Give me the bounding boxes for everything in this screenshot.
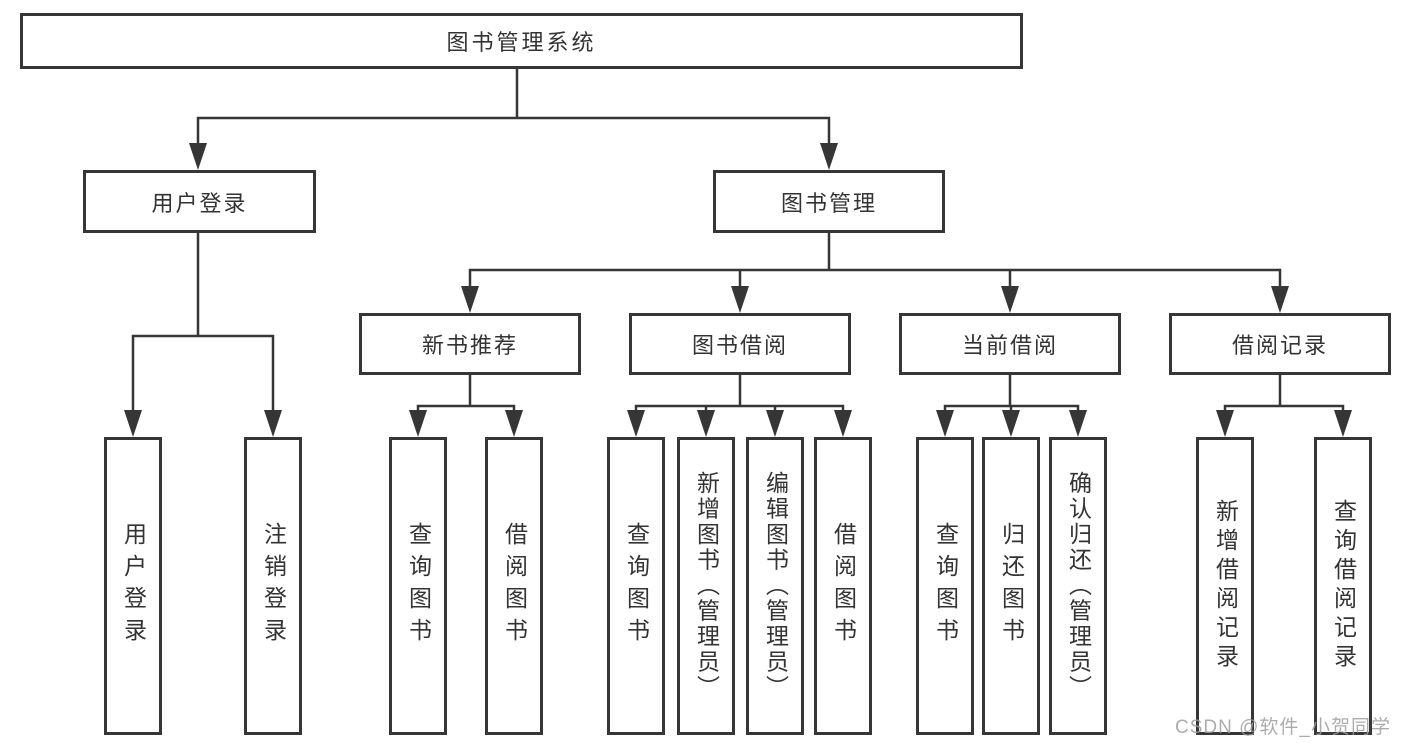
node-borrow-record-label: 借阅记录 [1231,333,1328,358]
node-root: 图书管理系统 [20,13,1023,69]
node-leaf-logout: 注销登录 [244,437,302,735]
node-leaf-borrow-book-1: 借阅图书 [485,437,543,735]
node-book-borrow-label: 图书借阅 [691,333,788,358]
connector-book-management-to-level3 [468,233,1282,290]
node-leaf-query-book-3-label: 查询图书 [932,522,959,650]
node-new-book-recommend-label: 新书推荐 [421,333,518,358]
arrowhead-icon [766,410,784,437]
arrowhead-icon [820,143,838,170]
node-book-management-label: 图书管理 [780,190,877,216]
node-book-borrow: 图书借阅 [629,313,851,375]
node-user-login-label: 用户登录 [151,190,248,216]
arrowhead-icon [627,410,645,437]
watermark: CSDN @软件_小贺同学 [1175,717,1391,738]
connector-user-login-to-leaves [131,233,275,414]
node-leaf-query-book-2: 查询图书 [607,437,665,735]
arrowhead-icon [1334,410,1352,437]
arrowhead-icon [697,410,715,437]
node-leaf-edit-book-admin: 编辑图书（管理员） [746,437,804,735]
connector-current-borrow-to-leaves [943,375,1080,414]
node-leaf-query-book-3: 查询图书 [916,437,974,735]
node-leaf-query-book-2-label: 查询图书 [623,522,650,650]
node-book-management: 图书管理 [713,170,945,233]
connector-root-to-level2 [196,69,831,146]
node-leaf-add-borrow-record-label: 新增借阅记录 [1212,499,1239,673]
node-leaf-user-login-label: 用户登录 [120,522,147,650]
node-leaf-confirm-return-admin-label: 确认归还（管理员） [1065,471,1092,701]
arrowhead-icon [409,410,427,437]
node-leaf-add-book-admin: 新增图书（管理员） [677,437,735,735]
arrowhead-icon [461,286,479,313]
node-leaf-query-book-1-label: 查询图书 [405,522,432,650]
arrowhead-icon [189,143,207,170]
node-current-borrow: 当前借阅 [899,313,1121,375]
node-root-label: 图书管理系统 [446,30,597,55]
node-leaf-query-borrow-record: 查询借阅记录 [1314,437,1372,735]
arrowhead-icon [936,410,954,437]
node-leaf-borrow-book-2-label: 借阅图书 [830,522,857,650]
node-leaf-confirm-return-admin: 确认归还（管理员） [1049,437,1107,735]
node-leaf-edit-book-admin-label: 编辑图书（管理员） [762,471,789,701]
node-leaf-return-book: 归还图书 [982,437,1040,735]
arrowhead-icon [1069,410,1087,437]
node-user-login: 用户登录 [83,170,316,233]
connector-borrow-record-to-leaves [1223,375,1345,414]
node-leaf-borrow-book-2: 借阅图书 [814,437,872,735]
node-leaf-query-book-1: 查询图书 [389,437,447,735]
arrowhead-icon [834,410,852,437]
node-leaf-add-borrow-record: 新增借阅记录 [1196,437,1254,735]
node-current-borrow-label: 当前借阅 [961,333,1058,358]
node-leaf-logout-label: 注销登录 [260,522,287,650]
arrowhead-icon [1002,410,1020,437]
node-leaf-return-book-label: 归还图书 [998,522,1025,650]
node-leaf-user-login: 用户登录 [104,437,162,735]
arrowhead-icon [731,286,749,313]
connector-book-borrow-to-leaves [634,375,845,414]
node-leaf-add-book-admin-label: 新增图书（管理员） [693,471,720,701]
arrowhead-icon [1216,410,1234,437]
node-leaf-borrow-book-1-label: 借阅图书 [501,522,528,650]
arrowhead-icon [1001,286,1019,313]
node-leaf-query-borrow-record-label: 查询借阅记录 [1330,499,1357,673]
connector-new-book-recommend-to-leaves [416,375,516,414]
node-new-book-recommend: 新书推荐 [359,313,581,375]
arrowhead-icon [264,410,282,437]
node-borrow-record: 借阅记录 [1169,313,1391,375]
arrowhead-icon [505,410,523,437]
arrowhead-icon [124,410,142,437]
arrowhead-icon [1271,286,1289,313]
